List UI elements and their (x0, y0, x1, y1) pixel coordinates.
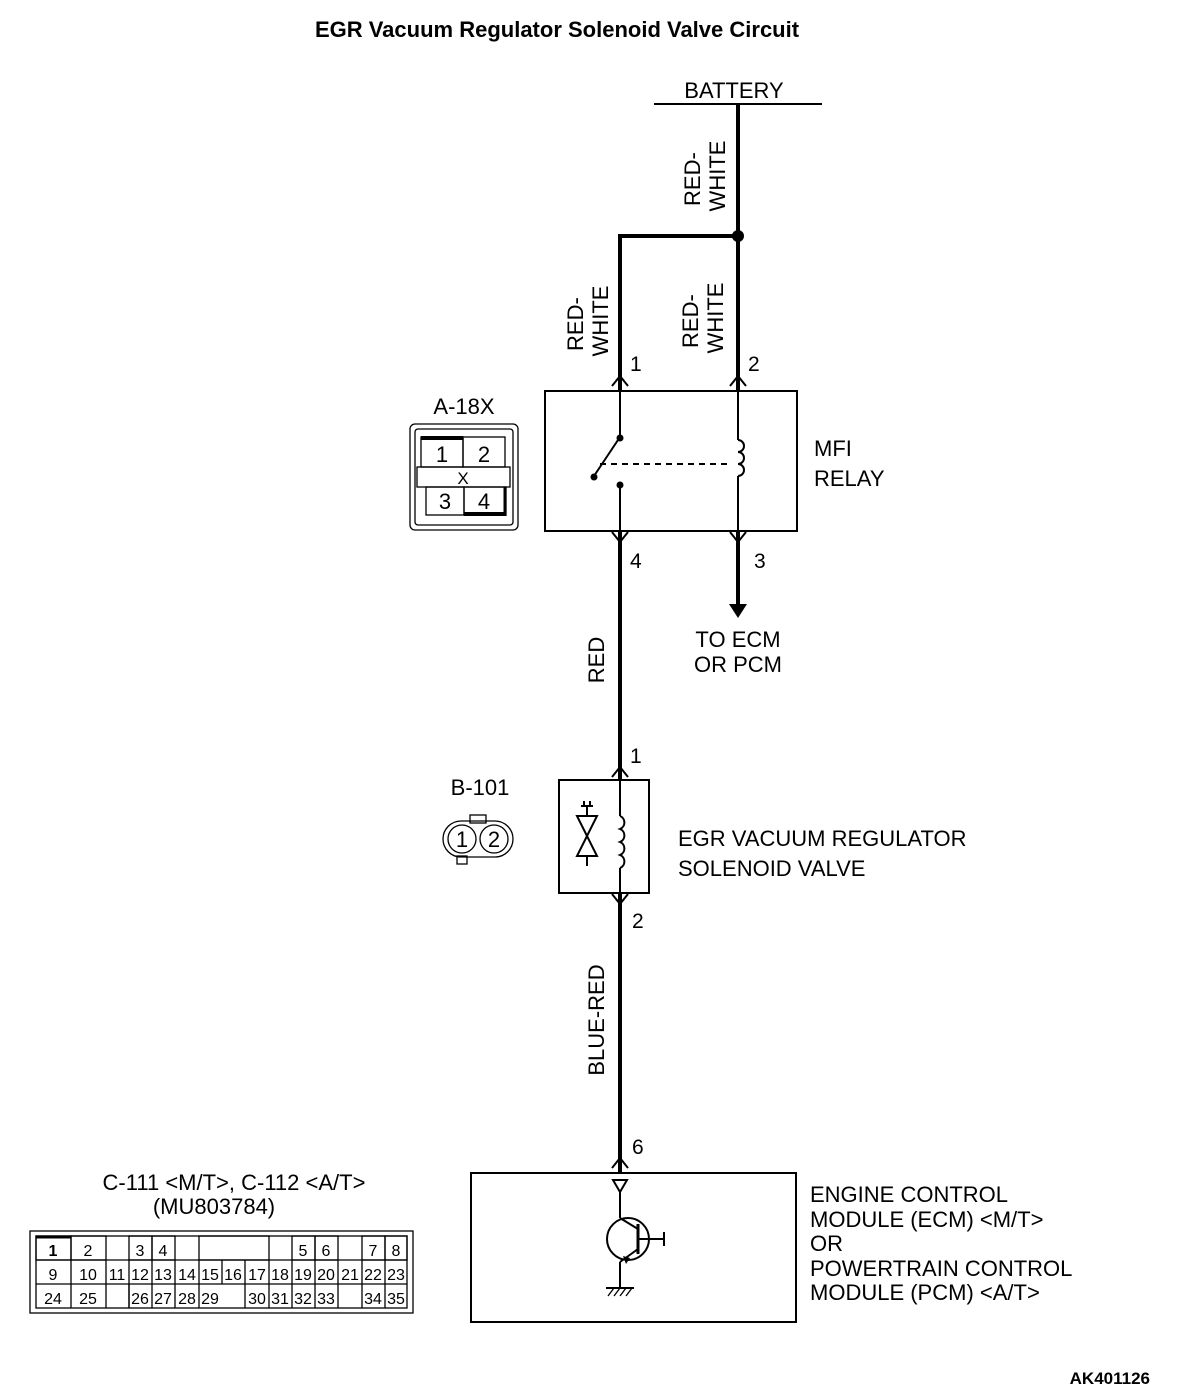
ecm-line2: MODULE (ECM) <M/T> (810, 1207, 1043, 1232)
diagram-title: EGR Vacuum Regulator Solenoid Valve Circ… (315, 17, 800, 42)
ecm-line5: MODULE (PCM) <A/T> (810, 1280, 1040, 1305)
ecm-pin-number: 13 (154, 1267, 172, 1284)
ecm-pin-number: 19 (294, 1267, 312, 1284)
egr-valve-box (558, 779, 650, 894)
ecm-pin-number: 18 (271, 1267, 289, 1284)
ecm-pin-label: 6 (632, 1136, 644, 1159)
ecm-pin-number: 14 (178, 1267, 196, 1284)
ecm-pin-number: 6 (322, 1243, 331, 1260)
valve-pin2-label: 2 (632, 910, 644, 933)
relay-pin1-label: 1 (630, 353, 642, 376)
ecm-pin-number: 30 (248, 1291, 266, 1308)
relay-name-line2: RELAY (814, 466, 885, 491)
ecm-pin-number: 24 (44, 1291, 62, 1308)
svg-text:X: X (457, 469, 468, 488)
relay-pin2-arrow (729, 374, 747, 387)
ecm-pin-number: 27 (154, 1291, 172, 1308)
ecm-line4: POWERTRAIN CONTROL (810, 1256, 1072, 1281)
relay-to-line2: OR PCM (694, 652, 782, 677)
relay-name-line1: MFI (814, 436, 852, 461)
valve-pin1-arrow (611, 765, 629, 778)
ecm-pin-number: 12 (131, 1267, 149, 1284)
wire-label-blue-red: BLUE-RED (584, 964, 609, 1075)
ecm-connector-face (29, 1230, 414, 1314)
wire-label-red-white-top: RED- WHITE (680, 141, 730, 212)
ecm-pin-number: 16 (224, 1267, 242, 1284)
figure-code: AK401126 (1070, 1369, 1150, 1388)
ecm-pin-number: 34 (364, 1291, 382, 1308)
ecm-pin-number: 21 (341, 1267, 359, 1284)
ecm-pin-number: 9 (49, 1267, 58, 1284)
ecm-pin-number: 22 (364, 1267, 382, 1284)
relay-switch-pivot (590, 473, 598, 481)
ecm-pin-number: 11 (109, 1267, 126, 1284)
svg-text:4: 4 (478, 489, 490, 514)
svg-text:1: 1 (456, 827, 468, 852)
ecm-pin-number: 25 (79, 1291, 97, 1308)
ecm-line3: OR (810, 1231, 843, 1256)
relay-to-line1: TO ECM (695, 627, 780, 652)
ecm-pin-number: 35 (387, 1291, 405, 1308)
valve-name-line2: SOLENOID VALVE (678, 856, 865, 881)
ecm-pin-number: 7 (369, 1243, 378, 1260)
wire-label-red-white-left: RED- WHITE (563, 286, 613, 357)
arrow-to-ecm (729, 604, 747, 618)
ecm-pin-number: 33 (317, 1291, 335, 1308)
ecm-pin-number: 1 (49, 1243, 58, 1260)
ecm-pin-number: 5 (299, 1243, 308, 1260)
relay-contact-top (616, 434, 624, 442)
valve-name-line1: EGR VACUUM REGULATOR (678, 826, 966, 851)
ecm-pin-number: 10 (79, 1267, 97, 1284)
valve-connector-face: 1 2 (442, 814, 514, 865)
valve-connector-code: B-101 (451, 775, 510, 800)
battery-label: BATTERY (684, 78, 784, 103)
ecm-pin-number: 15 (201, 1267, 219, 1284)
ecm-pin-number: 8 (392, 1243, 401, 1260)
svg-text:2: 2 (488, 827, 500, 852)
ecm-pin-arrow (611, 1156, 629, 1169)
relay-contact-bottom (616, 481, 624, 489)
svg-text:2: 2 (478, 442, 490, 467)
wire-to-relay-pin1 (618, 234, 738, 390)
ecm-pin-number: 28 (178, 1291, 196, 1308)
svg-text:1: 1 (436, 442, 448, 467)
ecm-connector-part: (MU803784) (153, 1194, 275, 1219)
valve-symbol (575, 801, 599, 866)
ecm-pin-number: 31 (271, 1291, 289, 1308)
ecm-line1: ENGINE CONTROL (810, 1182, 1008, 1207)
mfi-relay-box (544, 390, 798, 532)
relay-pin2-label: 2 (748, 353, 760, 376)
splice-dot (732, 230, 744, 242)
relay-pin4-label: 4 (630, 550, 642, 573)
ecm-pin-number: 32 (294, 1291, 312, 1308)
ecm-box (470, 1172, 797, 1323)
relay-switch-arm (593, 439, 619, 477)
ecm-pin-number: 4 (159, 1243, 168, 1260)
wire-label-red: RED (584, 637, 609, 683)
ecm-pin-number: 2 (84, 1243, 93, 1260)
ecm-pin-number: 17 (248, 1267, 266, 1284)
ecm-pin-number: 3 (136, 1243, 145, 1260)
ecm-pin-number: 26 (131, 1291, 149, 1308)
relay-coil-back (732, 440, 738, 452)
wire-label-red-white-right: RED- WHITE (678, 283, 728, 354)
ecm-pin-number: 20 (317, 1267, 335, 1284)
ecm-pin-number: 29 (201, 1291, 219, 1308)
relay-connector-face: 1 2 X 3 4 (409, 423, 519, 531)
valve-coil (617, 815, 626, 869)
ecm-pin-number: 23 (387, 1267, 405, 1284)
svg-text:3: 3 (439, 489, 451, 514)
relay-coil (737, 439, 745, 477)
relay-connector-code: A-18X (433, 394, 494, 419)
ecm-connector-code: C-111 <M/T>, C-112 <A/T> (103, 1170, 366, 1195)
ecm-transistor (606, 1179, 665, 1297)
relay-pin3-label: 3 (754, 550, 766, 573)
valve-pin1-label: 1 (630, 745, 642, 768)
relay-pin1-arrow (611, 374, 629, 387)
